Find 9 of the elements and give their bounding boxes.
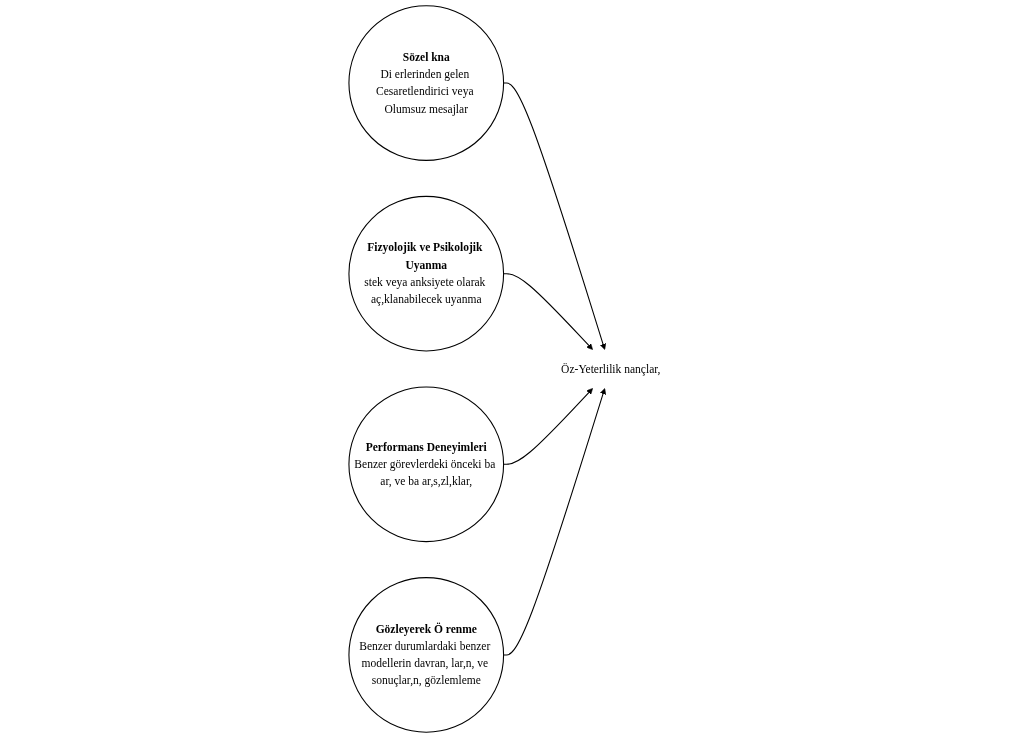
node-circle: Sözel kna Di erlerinden gelen Cesaretlendirici veya Olumsuz mesajlar xyxy=(348,5,505,161)
node-circle: Fizyolojik ve Psikolojik Uyanma stek veya anksiyete olarak aç,klanabilecek uyanma xyxy=(348,195,505,352)
node-circle: Performans Deneyimleri Benzer görevlerdeki önceki ba ar, ve ba ar,s,zl,klar, xyxy=(348,386,505,543)
node-text: Öz-Yeterlilik nançlar, xyxy=(561,362,661,375)
arrow xyxy=(503,273,593,350)
node-circle: Gözleyerek Ö renme Benzer durumlardaki benzer modellerin davran, lar,n, ve sonuçlar,n, gözlemleme xyxy=(348,577,505,733)
arrow xyxy=(503,388,607,656)
arrow xyxy=(503,388,593,465)
arrow xyxy=(503,82,607,350)
